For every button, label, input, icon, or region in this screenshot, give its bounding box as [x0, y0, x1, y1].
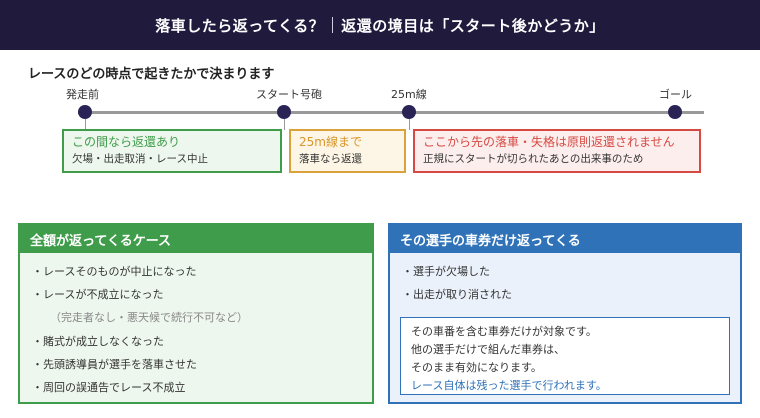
timeline-label-before-start: 発走前 — [66, 88, 99, 101]
zone-no-refund-after: ここから先の落車・失格は原則返還されません 正規にスタートが切られたあとの出来事… — [413, 129, 701, 173]
zone-refund-before-start: この間なら返還あり 欠場・出走取消・レース中止 — [62, 129, 282, 173]
timeline-label-start-signal: スタート号砲 — [256, 88, 322, 101]
list-item: ・レースそのものが中止になった — [32, 265, 197, 278]
timeline-dot-goal — [668, 105, 682, 119]
zone-description: 欠場・出走取消・レース中止 — [72, 153, 208, 165]
timeline-tick — [85, 118, 86, 130]
list-item: ・出走が取り消された — [402, 288, 512, 301]
page-header: 落車したら返ってくる？ 返還の境目は「スタート後かどうか」 — [0, 0, 760, 50]
timeline-dot-25m-line — [402, 105, 416, 119]
zone-description: 落車なら返還 — [299, 153, 362, 165]
note-line: 他の選手だけで組んだ車券は、 — [411, 343, 565, 356]
header-divider — [332, 17, 334, 33]
list-item-note: （完走者なし・悪天候で続行不可など） — [50, 311, 248, 324]
note-line: そのまま有効になります。 — [411, 361, 542, 374]
card-title: その選手の車券だけ返ってくる — [390, 225, 740, 253]
timeline-line — [78, 111, 704, 114]
header-title-right: 返還の境目は「スタート後かどうか」 — [341, 16, 605, 35]
note-line: その車番を含む車券だけが対象です。 — [411, 325, 597, 338]
timeline-tick — [409, 118, 410, 130]
note-box: その車番を含む車券だけが対象です。 他の選手だけで組んだ車券は、 そのまま有効に… — [400, 317, 730, 395]
zone-description: 正規にスタートが切られたあとの出来事のため — [423, 153, 644, 165]
zone-title: この間なら返還あり — [72, 135, 181, 149]
timeline-tick — [284, 118, 285, 130]
timeline-label-goal: ゴール — [659, 88, 692, 101]
zone-title: ここから先の落車・失格は原則返還されません — [423, 135, 675, 149]
zone-until-25m: 25m線まで 落車なら返還 — [289, 129, 406, 173]
card-title: 全額が返ってくるケース — [20, 225, 372, 253]
header-title-left: 落車したら返ってくる？ — [155, 16, 325, 35]
timeline-heading: レースのどの時点で起きたかで決まります — [28, 67, 275, 82]
timeline-dot-start-signal — [277, 105, 291, 119]
list-item: ・賭式が成立しなくなった — [32, 335, 164, 348]
list-item: ・選手が欠場した — [402, 265, 490, 278]
timeline-dot-before-start — [78, 105, 92, 119]
full-refund-card: 全額が返ってくるケース ・レースそのものが中止になった ・レースが不成立になった… — [18, 223, 374, 404]
list-item: ・レースが不成立になった — [32, 288, 164, 301]
rider-refund-card: その選手の車券だけ返ってくる ・選手が欠場した ・出走が取り消された その車番を… — [388, 223, 742, 404]
zone-title: 25m線まで — [299, 135, 362, 149]
timeline-label-25m-line: 25m線 — [391, 88, 427, 101]
list-item: ・周回の誤通告でレース不成立 — [32, 381, 186, 394]
list-item: ・先頭誘導員が選手を落車させた — [32, 358, 197, 371]
note-line-highlight: レース自体は残った選手で行われます。 — [411, 379, 607, 392]
